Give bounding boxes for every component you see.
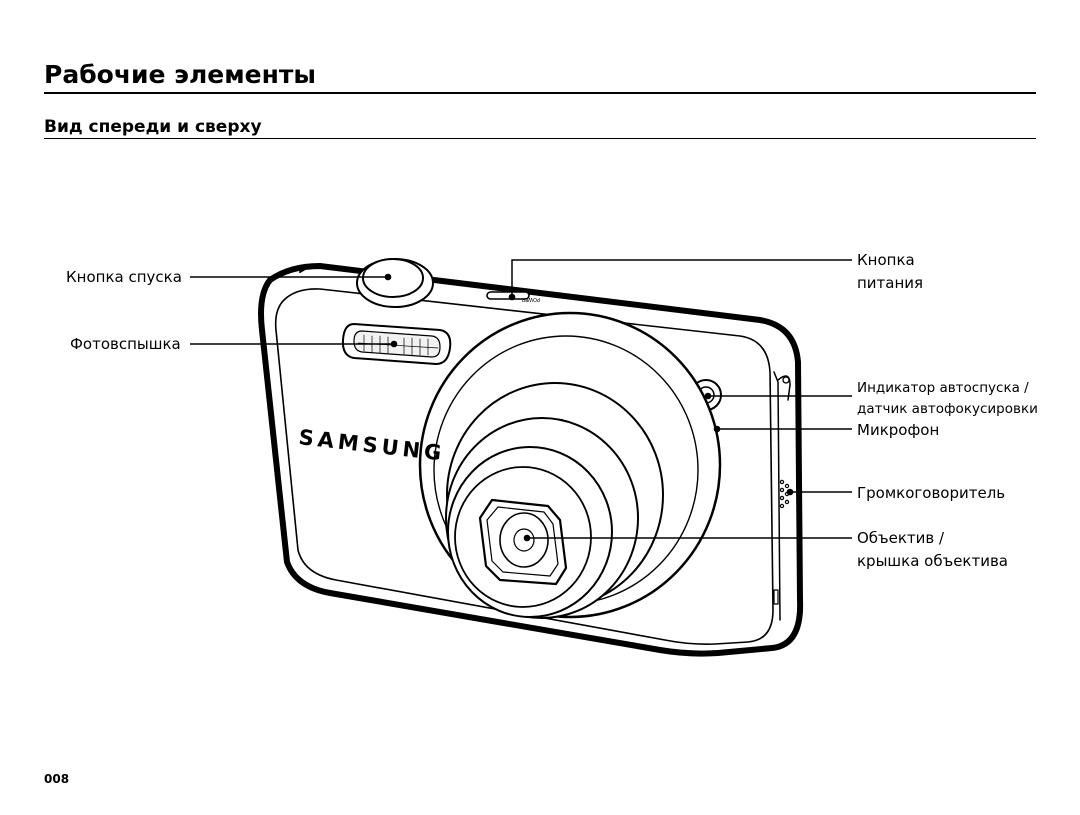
lens-glass xyxy=(499,512,549,568)
side-port xyxy=(773,589,779,605)
page-title: Рабочие элементы xyxy=(44,60,317,89)
strap-lug-hole xyxy=(782,376,790,384)
subtitle-divider xyxy=(44,138,1036,139)
title-divider xyxy=(44,92,1036,94)
label-shutter-button: Кнопка спуска xyxy=(66,268,182,286)
label-af-lamp-line1: Индикатор автоспуска / xyxy=(857,380,1029,396)
label-lens-line2: крышка объектива xyxy=(857,552,1009,570)
label-power-button-line2: питания xyxy=(857,274,924,292)
camera-side-edge xyxy=(773,371,781,621)
page-number: 008 xyxy=(44,772,70,786)
callout-dot-af-lamp xyxy=(704,392,712,400)
camera-body-outline xyxy=(258,263,804,657)
lens-center xyxy=(513,528,535,552)
speaker-grille xyxy=(779,479,790,509)
lens-cover-inner xyxy=(486,506,559,577)
callout-dot-lens xyxy=(523,534,531,542)
callout-line-power xyxy=(511,259,852,297)
power-marking: POWER xyxy=(521,296,540,302)
power-button xyxy=(486,291,530,300)
label-power-button-line1: Кнопка xyxy=(857,251,915,269)
shutter-button xyxy=(362,258,424,298)
label-flash: Фотовспышка xyxy=(70,335,181,353)
camera-top-edge xyxy=(299,264,341,273)
camera-front-panel xyxy=(274,288,774,645)
label-af-lamp-line2: датчик автофокусировки xyxy=(857,401,1038,417)
callout-dot-flash xyxy=(390,340,398,348)
callout-lines xyxy=(190,259,852,539)
label-speaker: Громкоговоритель xyxy=(857,484,1006,502)
section-subtitle: Вид спереди и сверху xyxy=(44,117,262,137)
callout-dot-microphone xyxy=(713,425,721,433)
callout-dot-shutter xyxy=(384,273,392,281)
label-microphone: Микрофон xyxy=(857,421,940,439)
callout-dot-power xyxy=(508,293,516,301)
callout-dots xyxy=(384,273,794,542)
callout-dot-speaker xyxy=(786,488,794,496)
label-lens-line1: Объектив / xyxy=(857,529,945,547)
